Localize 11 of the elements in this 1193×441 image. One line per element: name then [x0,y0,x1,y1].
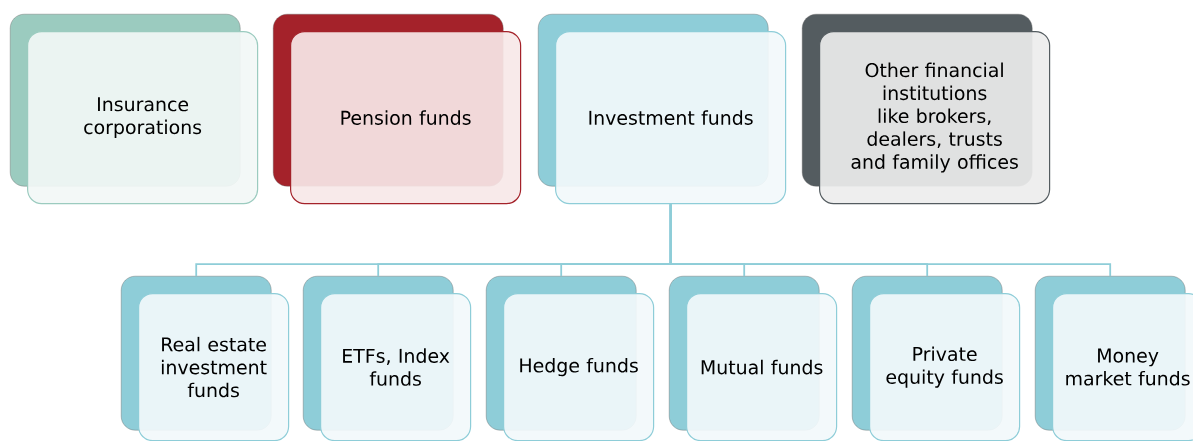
card: Mutual funds [669,276,838,441]
card: Money market funds [1035,276,1193,441]
card: Investment funds [538,14,787,205]
card: ETFs, Index funds [303,276,472,441]
card: Pension funds [273,14,522,205]
card: Insurance corporations [10,14,259,205]
connector-line [669,203,1112,277]
card: Hedge funds [486,276,655,441]
card: Real estate investment funds [121,276,290,441]
card: Private equity funds [852,276,1021,441]
card: Other financial institutions like brokers, dealers, trusts and family offices [802,14,1051,205]
